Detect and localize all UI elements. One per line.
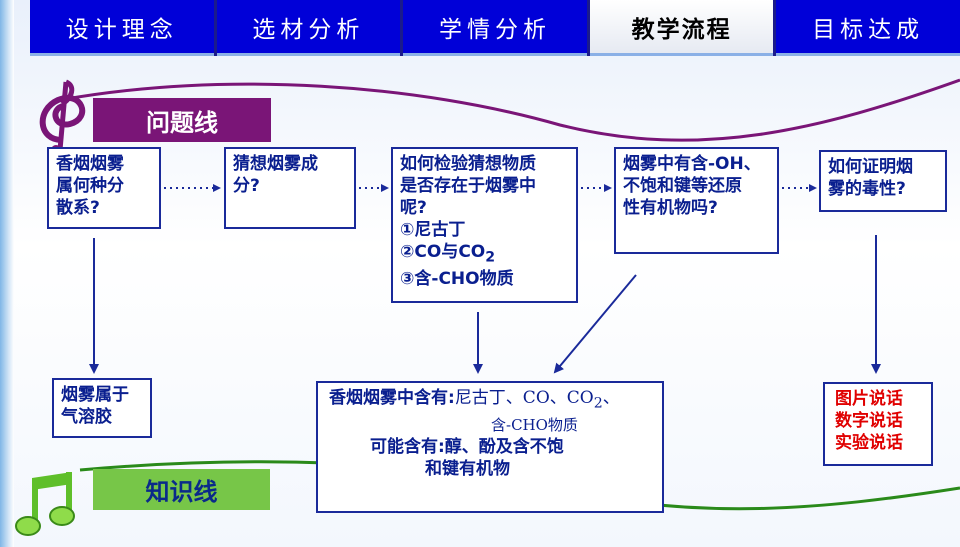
tab-goal-achievement[interactable]: 目标达成	[776, 0, 960, 56]
tab-learner-analysis[interactable]: 学情分析	[403, 0, 587, 56]
knowledge-line-label: 知识线	[93, 469, 270, 510]
left-accent-strip	[0, 0, 14, 547]
knowledge-box-aerosol: 烟雾属于 气溶胶	[52, 378, 152, 438]
question-box-reducing-organics: 烟雾中有含-OH、 不饱和键等还原 性有机物吗?	[614, 147, 779, 254]
music-notes-icon	[15, 472, 75, 536]
knowledge-box-evidence: 图片说话 数字说话 实验说话	[823, 382, 933, 466]
arrow-q4-k2	[553, 274, 637, 374]
top-nav: 设计理念 选材分析 学情分析 教学流程 目标达成	[30, 0, 960, 56]
question-box-guess: 猜想烟雾成 分?	[224, 147, 356, 229]
knowledge-box-components: 香烟烟雾中含有:尼古丁、CO、CO2、 含-CHO物质 可能含有:醇、酚及含不饱…	[316, 381, 664, 513]
tab-teaching-process[interactable]: 教学流程	[589, 0, 774, 56]
question-box-dispersion: 香烟烟雾 属何种分 散系?	[47, 147, 161, 229]
problem-line-label: 问题线	[93, 98, 271, 142]
problem-line-wave	[59, 78, 960, 142]
tab-design-concept[interactable]: 设计理念	[30, 0, 214, 56]
question-box-verify: 如何检验猜想物质 是否存在于烟雾中 呢? ①尼古丁 ②CO与CO2 ③含-CHO…	[391, 147, 578, 303]
tab-material-analysis[interactable]: 选材分析	[216, 0, 401, 56]
treble-clef-icon	[39, 79, 85, 155]
question-box-toxicity: 如何证明烟 雾的毒性?	[819, 150, 947, 212]
